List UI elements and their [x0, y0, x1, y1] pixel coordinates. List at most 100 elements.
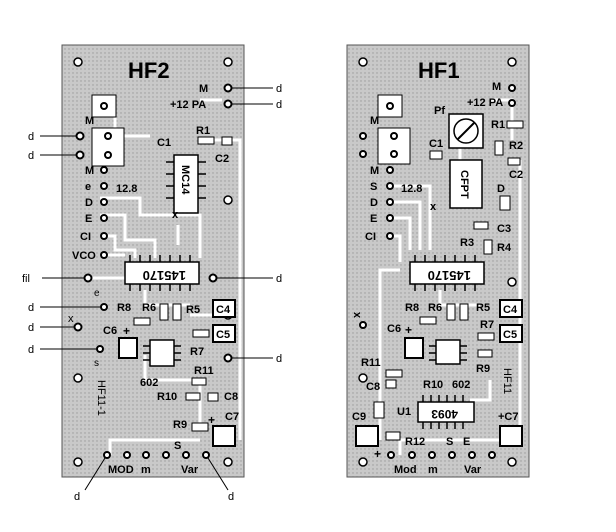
label-c7: C7 — [225, 411, 239, 423]
ic-4093: 4093 — [417, 395, 475, 429]
resistor-r7-right — [477, 332, 495, 341]
cap-c5 — [212, 324, 236, 343]
label-r6-right: R6 — [428, 302, 442, 314]
label-r8: R8 — [117, 302, 131, 314]
label-x-right: x — [351, 311, 363, 318]
ann-d-1: d — [28, 131, 34, 143]
board-hf2: HF2 M — [61, 44, 245, 478]
board-title: HF2 — [128, 58, 170, 83]
pad-ic-right — [208, 273, 218, 283]
traces-right — [378, 98, 522, 455]
label-c1: C1 — [157, 137, 171, 149]
label-r3-right: R3 — [460, 237, 474, 249]
bottom-pads — [103, 451, 210, 459]
label-c4-right: C4 — [503, 304, 518, 316]
label-c2: C2 — [215, 153, 229, 165]
ann-x-left: x — [68, 313, 74, 325]
pad-r7 — [223, 353, 233, 363]
resistor-r4-right — [483, 239, 493, 255]
left-pin-pads — [83, 166, 108, 283]
ann-d-12pa: d — [276, 99, 282, 111]
pin-label-ms-right: M — [370, 165, 379, 177]
label-602: 602 — [140, 377, 158, 389]
diode-d-right — [499, 195, 511, 211]
label-plus-bottom-right: + — [374, 447, 381, 461]
pin-label-m-top-right: M — [492, 81, 501, 93]
label-r5: R5 — [186, 304, 200, 316]
pad-m-top-right — [508, 84, 516, 92]
cap-c7 — [212, 425, 236, 447]
label-c1-right: C1 — [429, 138, 443, 150]
label-e2-right: E — [463, 436, 470, 448]
label-mod: MOD — [108, 464, 134, 476]
label-plus-c6: + — [123, 324, 130, 338]
pad-r8 — [100, 303, 108, 311]
label-var-right: Var — [464, 464, 482, 476]
filter-cfpt: CFPT — [449, 159, 483, 209]
label-r8-right: R8 — [405, 302, 419, 314]
bottom-pads-right — [387, 451, 496, 459]
label-r2-right: R2 — [509, 140, 523, 152]
label-r5-right: R5 — [476, 302, 490, 314]
label-c8: C8 — [224, 391, 238, 403]
cap-c4-right — [499, 299, 523, 318]
label-s-bottom: S — [174, 440, 181, 452]
label-c8-right: C8 — [366, 381, 380, 393]
label-e-small: e — [94, 288, 100, 299]
label-c4: C4 — [216, 304, 231, 316]
label-r12-right: R12 — [405, 436, 425, 448]
label-r10: R10 — [157, 391, 177, 403]
cfpt-label: CFPT — [458, 170, 470, 199]
resistor-r1-right — [506, 120, 524, 129]
label-plus-c7: + — [208, 413, 215, 427]
resistor-r11-right — [385, 369, 403, 378]
ann-d-var: d — [228, 491, 234, 503]
cap-c2-right-body — [507, 157, 521, 166]
label-s2-right: S — [446, 436, 453, 448]
pin-label-ci: CI — [80, 231, 91, 243]
connector-block-top-right — [359, 94, 411, 165]
label-r10-right: R10 — [423, 379, 443, 391]
label-r6: R6 — [142, 302, 156, 314]
resistor-r11 — [191, 377, 207, 386]
label-r1-right: R1 — [491, 119, 505, 131]
cap-c6 — [118, 337, 138, 359]
resistor-r6b-right — [459, 303, 469, 321]
pin-label-d: D — [85, 197, 93, 209]
pad-x-right — [359, 321, 367, 329]
board-hf1: HF1 M +12 PA M M — [346, 44, 530, 478]
resistor-r9-right — [477, 349, 493, 358]
ic-mc14-label: MC14 — [179, 165, 191, 195]
label-r11-right: R11 — [361, 357, 381, 369]
label-u1-right: U1 — [397, 406, 411, 418]
label-r1: R1 — [196, 125, 210, 137]
pin-label-s-right: S — [370, 181, 377, 193]
ic-145170-label: 145170 — [143, 268, 186, 283]
ann-d-m-top: d — [276, 83, 282, 95]
label-12-8: 12.8 — [116, 183, 137, 195]
resistor-r8 — [133, 317, 151, 326]
ic-145170-right-label: 145170 — [428, 268, 471, 283]
ann-d-c6: d — [28, 344, 34, 356]
left-annotation-lines — [40, 87, 273, 491]
label-x-small: x — [172, 209, 179, 221]
mounting-holes-right — [358, 57, 517, 467]
label-c9-right: C9 — [352, 411, 366, 423]
resistor-c5-side — [192, 329, 210, 338]
resistor-r12-right — [385, 431, 401, 441]
label-pf: Pf — [434, 105, 445, 117]
cap-c9-big-right — [355, 425, 379, 447]
cap-c5-right — [499, 324, 523, 343]
pin-label-ci-right: CI — [365, 231, 376, 243]
cap-c7-right — [499, 425, 523, 447]
ann-d-2: d — [28, 150, 34, 162]
pad-x-left — [73, 322, 83, 332]
cap-c1-body — [221, 136, 233, 146]
resistor-r6 — [159, 303, 169, 321]
cap-c6-right — [404, 337, 424, 359]
cap-c1-right — [429, 150, 443, 160]
ic-602 — [143, 339, 181, 367]
label-c6: C6 — [103, 325, 117, 337]
ann-d-mod: d — [74, 491, 80, 503]
